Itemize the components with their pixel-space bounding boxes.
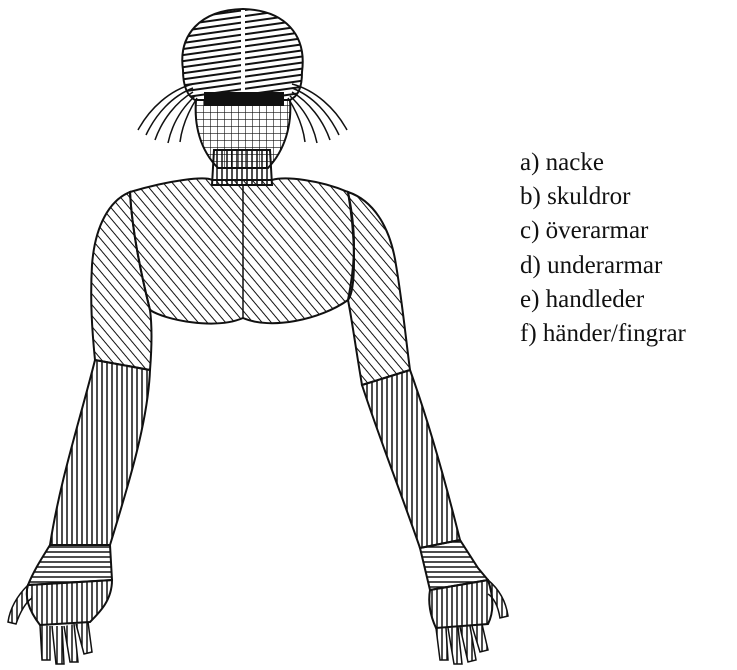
body-region-legend: a) nacke b) skuldror c) överarmar d) und… xyxy=(520,146,686,351)
legend-item-upper-arms: c) överarmar xyxy=(520,214,686,248)
legend-item-wrists: e) handleder xyxy=(520,283,686,317)
shoulders-chest-region xyxy=(130,179,354,324)
left-hand-region xyxy=(8,580,112,664)
left-forearm-region xyxy=(50,360,150,545)
right-upper-arm-region xyxy=(348,192,410,385)
eye-band xyxy=(204,92,284,106)
left-wrist-region xyxy=(28,545,112,585)
legend-item-neck: a) nacke xyxy=(520,146,686,180)
right-hand-region xyxy=(429,580,508,664)
legend-item-shoulders: b) skuldror xyxy=(520,180,686,214)
legend-item-hands-fingers: f) händer/fingrar xyxy=(520,317,686,351)
legend-item-forearms: d) underarmar xyxy=(520,249,686,283)
right-forearm-region xyxy=(362,370,460,548)
